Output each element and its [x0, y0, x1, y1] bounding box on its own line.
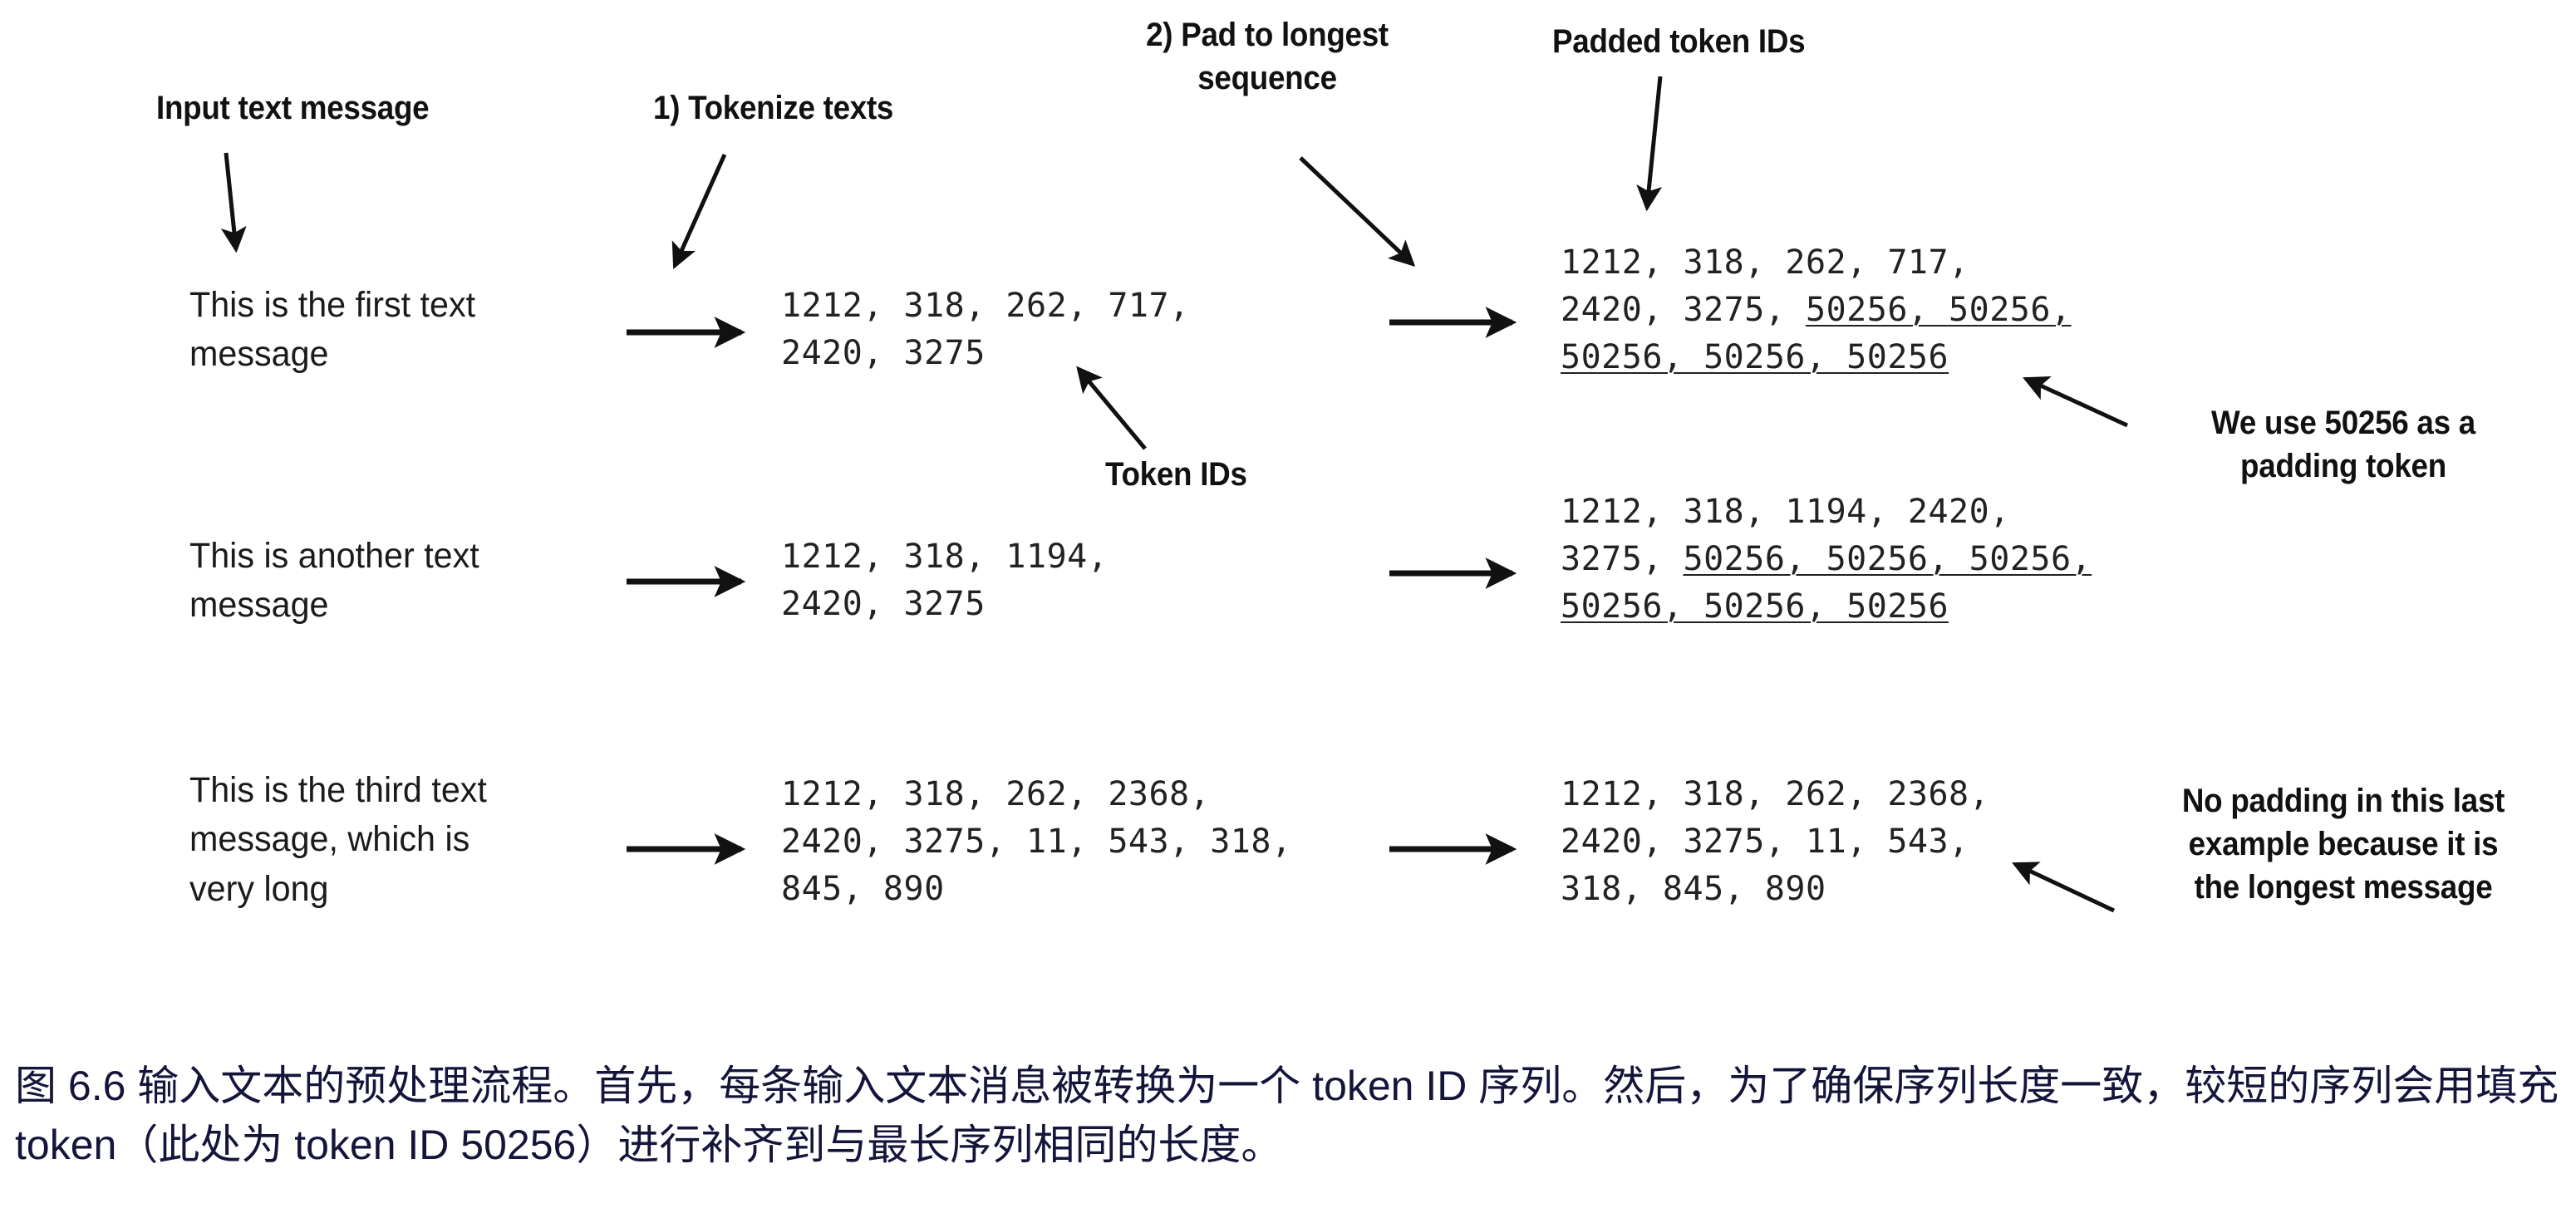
- token-ids-row-3: 1212, 318, 262, 2368, 2420, 3275, 11, 54…: [781, 775, 1292, 908]
- token-ids-row-2: 1212, 318, 1194, 2420, 3275: [781, 538, 1109, 623]
- padded-token-ids-row-2: 1212, 318, 1194, 2420, 3275, 50256, 5025…: [1561, 489, 2092, 630]
- padding-tokens-row-1b: 50256, 50256, 50256: [1561, 337, 1949, 376]
- callout-padding-note: We use 50256 as a padding token: [2211, 405, 2475, 484]
- padded-token-ids-row-1: 1212, 318, 262, 717, 2420, 3275, 50256, …: [1561, 239, 2072, 381]
- arrow-token-ids: [1076, 366, 1147, 450]
- callout-no-padding-note: No padding in this last example because …: [2181, 783, 2505, 906]
- message-text-row-3: This is the third text message, which is…: [189, 770, 487, 909]
- label-pad-to-longest-sequence: 2) Pad to longest sequence: [1146, 17, 1389, 96]
- arrow-pad-to-longest: [1299, 156, 1416, 267]
- token-ids-row-1: 1212, 318, 262, 717, 2420, 3275: [781, 287, 1190, 372]
- label-tokenize-texts: 1) Tokenize texts: [653, 90, 894, 126]
- arrow-padded-token-ids: [1636, 76, 1663, 212]
- message-text-row-2: This is another text message: [189, 536, 479, 626]
- label-input-text-message: Input text message: [156, 90, 430, 126]
- arrow-padding-note: [2023, 376, 2129, 428]
- padded-prefix-row-2: 1212, 318, 1194, 2420, 3275,: [1561, 493, 2010, 578]
- arrow-no-padding-note: [2012, 862, 2116, 913]
- padding-tokens-row-1a: 50256, 50256,: [1805, 290, 2072, 329]
- figure-caption: 图 6.6 输入文本的预处理流程。首先，每条输入文本消息被转换为一个 token…: [15, 1063, 2559, 1168]
- arrow-input-text-message: [220, 152, 247, 253]
- label-padded-token-ids: Padded token IDs: [1552, 23, 1806, 60]
- label-token-ids: Token IDs: [1105, 456, 1247, 493]
- padding-tokens-row-2b: 50256, 50256, 50256: [1561, 587, 1949, 626]
- arrow-tokenize-texts: [671, 153, 727, 269]
- padded-prefix-row-1: 1212, 318, 262, 717, 2420, 3275,: [1561, 243, 1969, 329]
- padding-tokens-row-2a: 50256, 50256, 50256,: [1683, 539, 2092, 578]
- padded-token-ids-row-3: 1212, 318, 262, 2368, 2420, 3275, 11, 54…: [1561, 775, 1990, 908]
- figure-diagram: Input text message 1) Tokenize texts 2) …: [156, 17, 2505, 913]
- message-text-row-1: This is the first text message: [189, 285, 476, 375]
